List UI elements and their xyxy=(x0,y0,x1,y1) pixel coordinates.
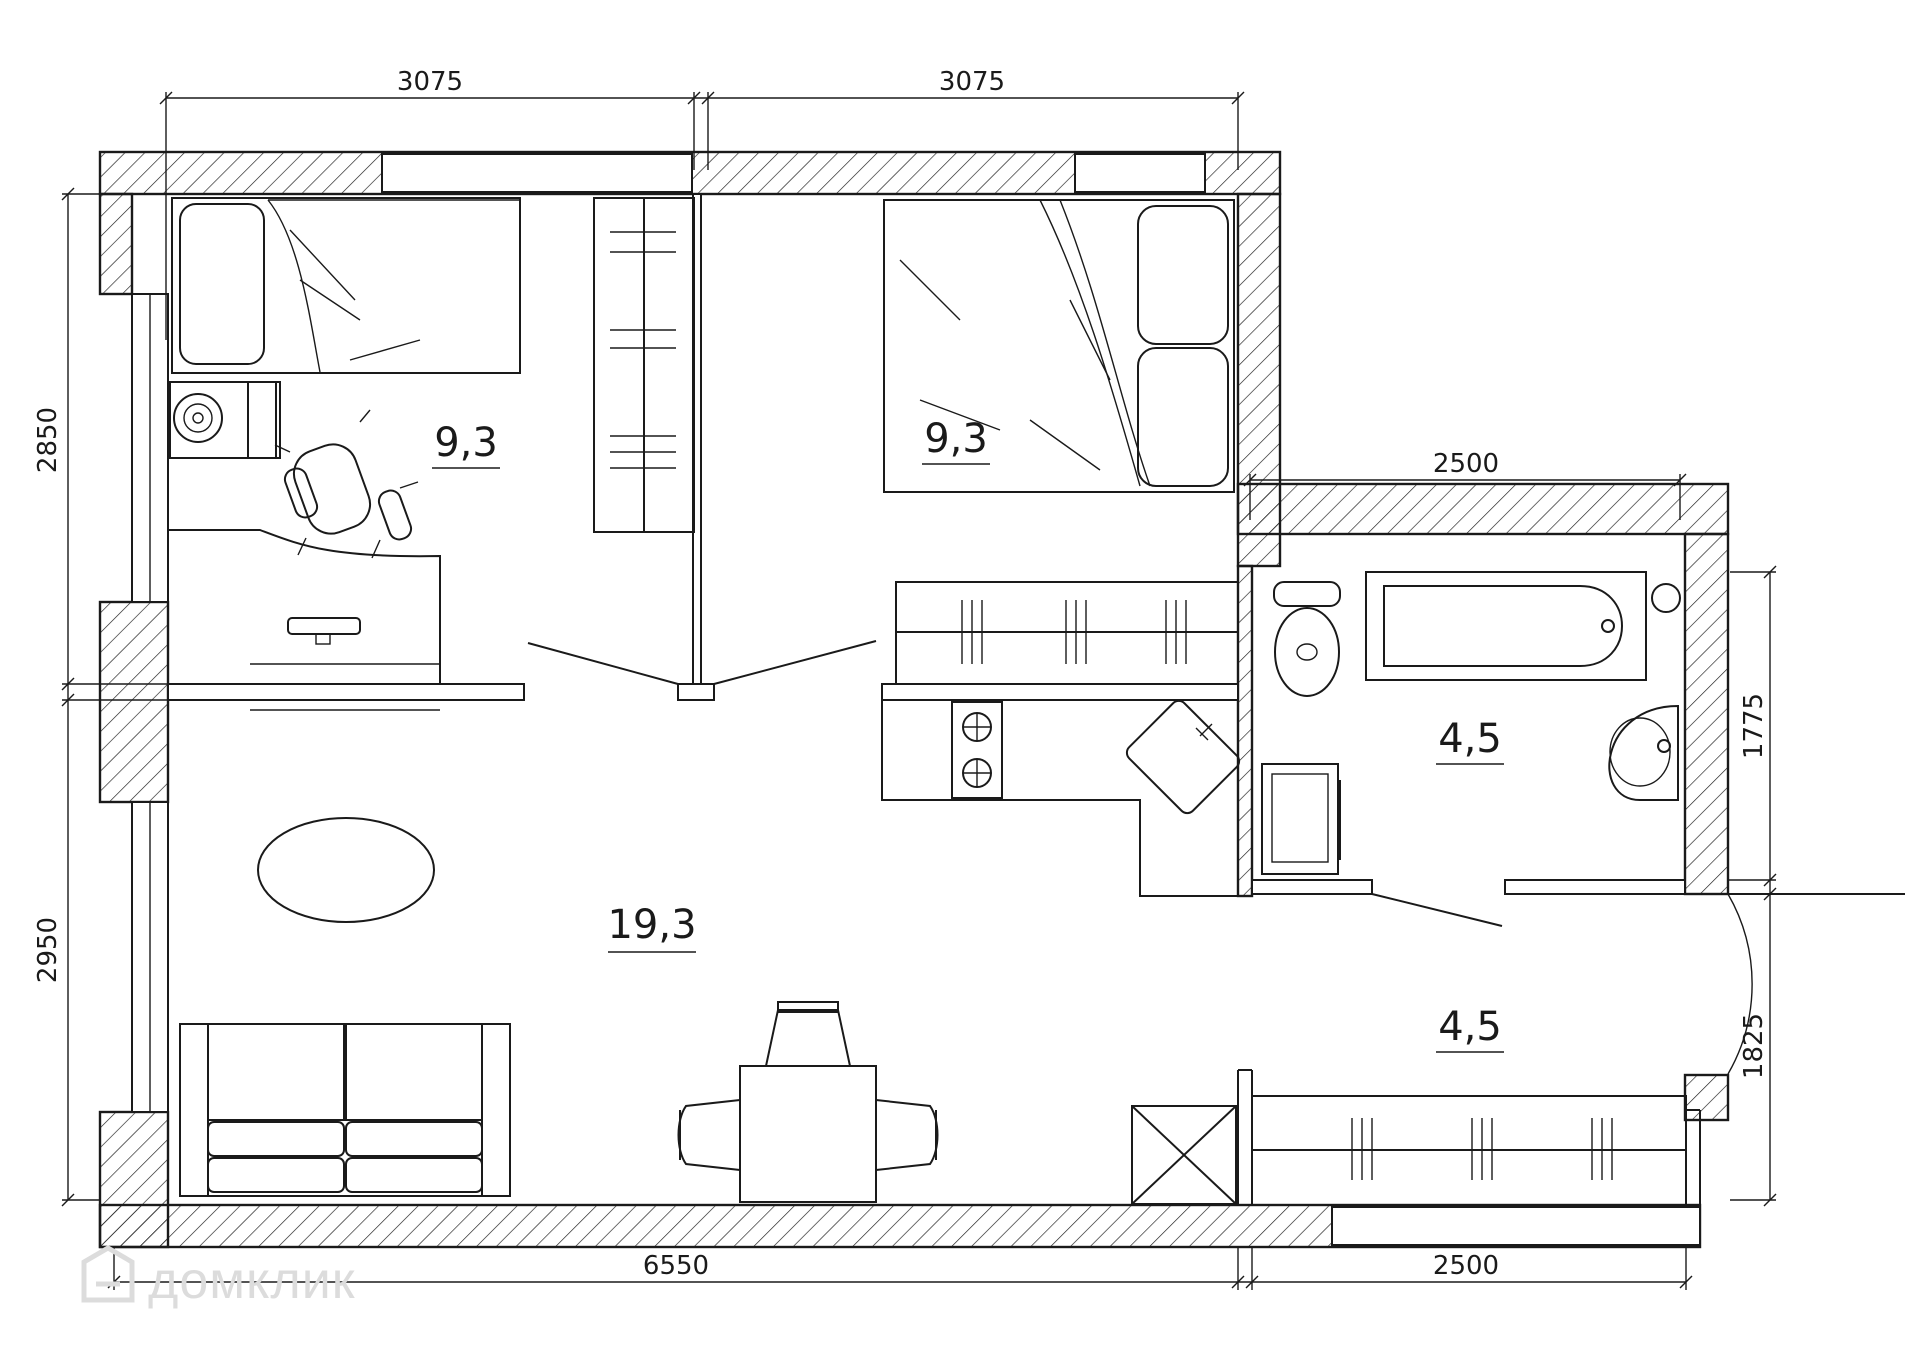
wall-bath-left xyxy=(1236,564,1254,898)
dim-left-upper: 2850 xyxy=(33,407,63,473)
area-bedroom-left: 9,3 xyxy=(434,420,498,466)
dim-right-bath: 1775 xyxy=(1739,693,1769,759)
partition-bedroom-right xyxy=(881,683,1239,701)
hallway-wardrobe xyxy=(1251,1095,1687,1206)
ventilation-shaft-icon xyxy=(1131,1105,1237,1205)
sink-bath-icon xyxy=(1608,704,1679,801)
domclick-logo-icon xyxy=(81,1245,135,1303)
rug xyxy=(257,817,435,923)
doors xyxy=(527,640,1905,1075)
dim-bottom-main: 6550 xyxy=(643,1251,709,1281)
room-areas: 9,3 9,3 19,3 4,5 4,5 xyxy=(432,416,1504,1053)
dining-table xyxy=(677,1001,939,1203)
area-bedroom-right: 9,3 xyxy=(924,416,988,462)
door-entrance-swing xyxy=(1727,893,1753,1075)
toilet-icon xyxy=(1273,581,1341,697)
dim-bath-top: 2500 xyxy=(1433,449,1499,479)
area-bathroom: 4,5 xyxy=(1438,716,1502,762)
dimension-labels: 3075 3075 2500 2850 2950 1775 1825 6550 … xyxy=(33,67,1769,1281)
partition-bath-bottom-right xyxy=(1504,879,1686,895)
wall-left-mid xyxy=(98,600,170,804)
door-bedroom-right xyxy=(713,640,877,685)
bathtub-icon xyxy=(1365,571,1681,681)
nightstand-fan xyxy=(169,381,281,459)
bed-single xyxy=(171,197,521,374)
bed-double xyxy=(883,199,1235,493)
sofa xyxy=(179,1023,511,1197)
wall-entrance-stub xyxy=(1683,1073,1730,1122)
wardrobe-left xyxy=(593,197,695,533)
door-bedroom-left xyxy=(527,642,679,685)
window-top-right xyxy=(1074,153,1206,193)
area-hallway: 4,5 xyxy=(1438,1004,1502,1050)
office-chair xyxy=(274,409,419,559)
dim-bottom-right: 2500 xyxy=(1433,1251,1499,1281)
door-bathroom xyxy=(1371,893,1503,927)
sink-kitchen-icon xyxy=(1125,699,1241,815)
wall-bath-top xyxy=(1236,482,1730,536)
walls xyxy=(98,150,1730,1249)
kitchen-counter xyxy=(881,699,1003,801)
dim-top-right: 3075 xyxy=(939,67,1005,97)
washing-machine-icon xyxy=(1261,763,1341,875)
dim-left-lower: 2950 xyxy=(33,917,63,983)
area-living-kitchen: 19,3 xyxy=(607,902,696,948)
wall-bath-right xyxy=(1683,532,1730,896)
dim-top-left: 3075 xyxy=(397,67,463,97)
stove-icon xyxy=(951,701,1003,799)
window-top-left xyxy=(381,153,693,193)
dim-right-hall: 1825 xyxy=(1739,1013,1769,1079)
watermark: домклик xyxy=(81,1245,355,1310)
watermark-text: домклик xyxy=(148,1252,355,1310)
desk xyxy=(168,529,441,711)
partition-bedroom-left xyxy=(167,683,525,701)
wall-left-upper xyxy=(98,192,134,296)
dimension-lines xyxy=(61,91,1777,1290)
partition-bath-bottom-left xyxy=(1251,879,1373,895)
wardrobe-right xyxy=(895,581,1239,685)
window-bottom-right xyxy=(1331,1206,1701,1246)
